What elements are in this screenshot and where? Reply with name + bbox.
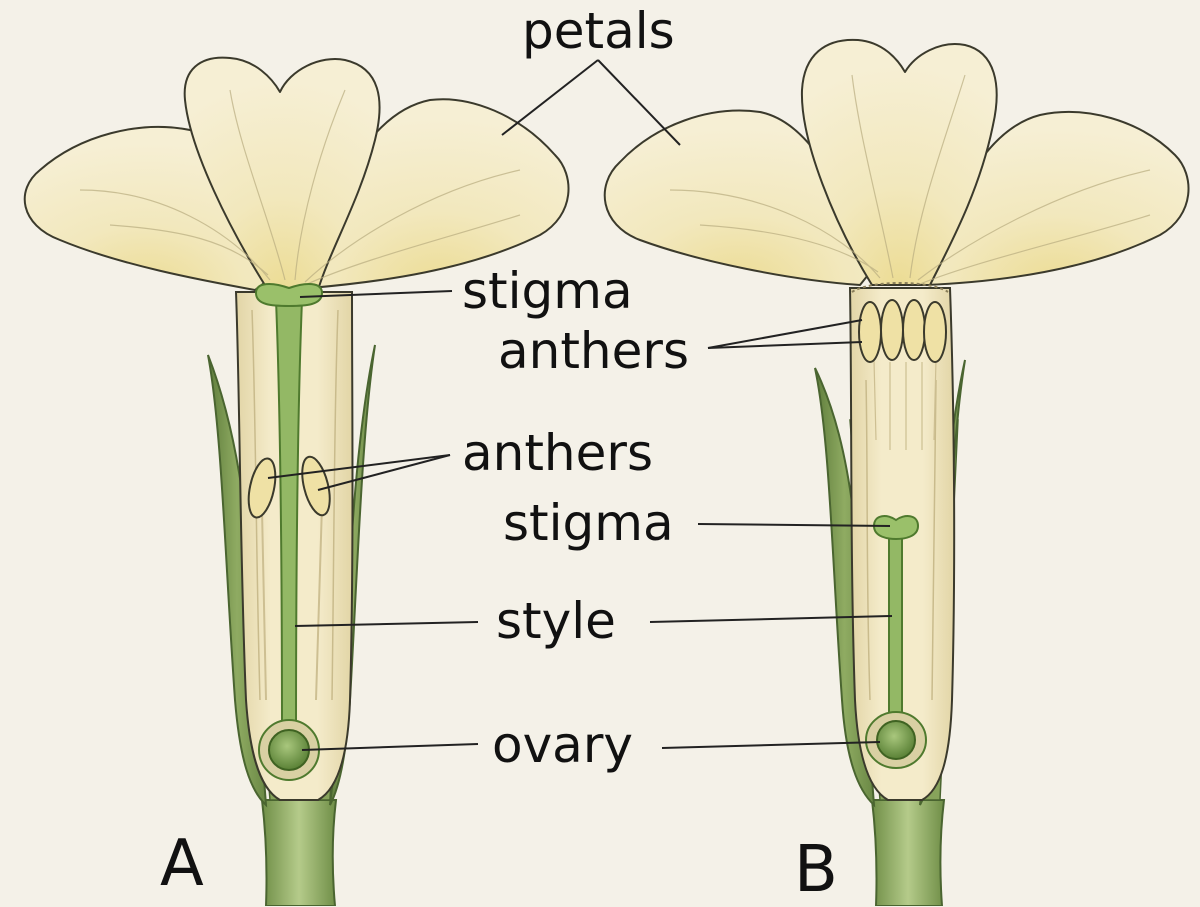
flower-a-stigma bbox=[254, 283, 324, 308]
label-stigma-b: stigma bbox=[503, 494, 674, 552]
leader-anthers-a-2 bbox=[317, 454, 451, 491]
leader-anthers-b-2 bbox=[707, 341, 863, 349]
flower-b-tube-inner bbox=[865, 379, 937, 701]
flower-b-anthers bbox=[858, 299, 947, 363]
flower-b-style bbox=[888, 534, 903, 736]
flower-b-ovary bbox=[876, 720, 916, 760]
flower-b bbox=[603, 38, 1190, 906]
leader-stigma-b bbox=[697, 523, 891, 527]
flower-a-petal-veins bbox=[79, 89, 521, 286]
leader-anthers-b-1 bbox=[707, 319, 863, 349]
flower-b-throat-fringe bbox=[851, 282, 949, 293]
label-anthers-b: anthers bbox=[498, 322, 689, 380]
flower-a-filaments bbox=[261, 504, 323, 701]
leader-lines bbox=[267, 59, 893, 751]
label-anthers-a: anthers bbox=[462, 424, 653, 482]
flower-b-petal-right bbox=[924, 111, 1190, 286]
flower-b-anther-3 bbox=[902, 299, 926, 361]
label-petals: petals bbox=[522, 2, 675, 60]
leader-anthers-a-1 bbox=[267, 454, 451, 479]
flower-a-petals bbox=[23, 56, 570, 291]
flower-b-stigma bbox=[872, 515, 920, 541]
flower-b-anther-2 bbox=[880, 299, 904, 361]
leader-petals-b bbox=[597, 59, 681, 146]
leader-ovary-a bbox=[301, 743, 479, 751]
flower-a-anther-left bbox=[247, 457, 277, 519]
flower-b-anther-1 bbox=[858, 301, 882, 363]
flower-a bbox=[23, 56, 570, 906]
flower-a-stem bbox=[260, 799, 338, 906]
flower-b-stem bbox=[870, 799, 946, 906]
label-ovary: ovary bbox=[492, 716, 633, 774]
panel-label-a: A bbox=[160, 827, 204, 901]
label-stigma-a: stigma bbox=[462, 262, 633, 320]
flower-b-petals bbox=[603, 38, 1190, 286]
panel-label-b: B bbox=[794, 833, 838, 907]
flower-b-tube-striations bbox=[873, 359, 937, 450]
flower-b-petal-veins bbox=[669, 74, 1151, 285]
flower-b-anther-4 bbox=[923, 301, 947, 363]
leader-style-b bbox=[649, 615, 893, 623]
flower-b-petal-top bbox=[800, 38, 998, 286]
leader-stigma-a bbox=[299, 290, 453, 298]
label-style: style bbox=[496, 592, 616, 650]
leader-petals-a bbox=[501, 59, 599, 136]
flower-a-petal-top bbox=[183, 56, 381, 291]
leader-style-a bbox=[294, 621, 479, 627]
leader-ovary-b bbox=[661, 741, 881, 749]
